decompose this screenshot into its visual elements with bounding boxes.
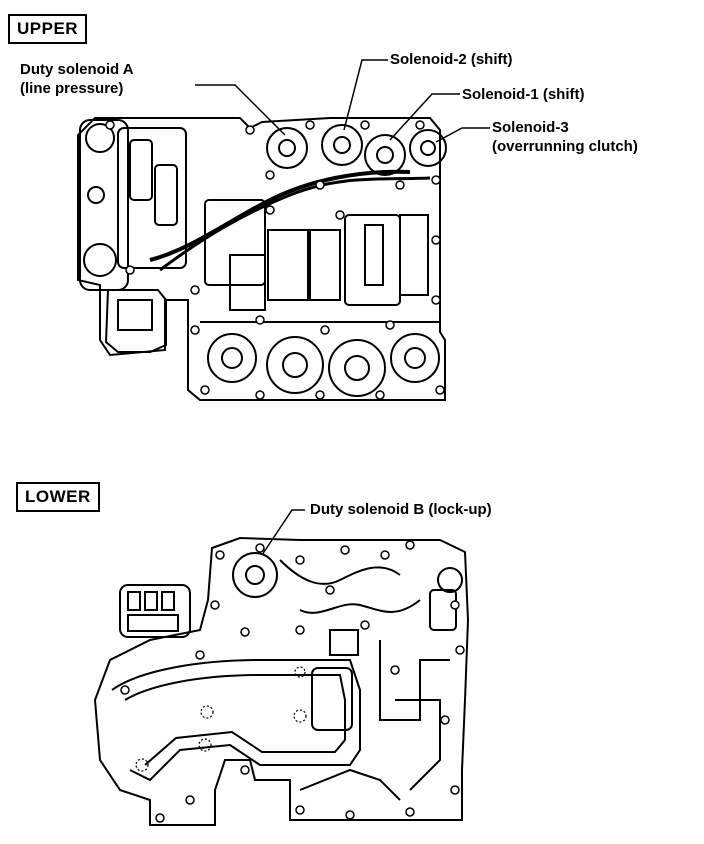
upper-valve-4	[309, 229, 341, 301]
upper-valve-3	[267, 229, 309, 301]
solenoid-1-label: Solenoid-1 (shift)	[462, 86, 585, 103]
solenoid-2-leader	[343, 59, 388, 131]
upper-spool-a	[129, 139, 153, 201]
upper-valve-2	[229, 254, 266, 311]
solenoid-1-core	[376, 146, 394, 164]
duty-solenoid-a-function: (line pressure)	[20, 80, 124, 97]
duty-solenoid-b-body	[232, 552, 278, 598]
lower-passage-5	[299, 768, 401, 801]
solenoid-2-label: Solenoid-2 (shift)	[390, 51, 513, 68]
solenoid-2-core	[333, 136, 351, 154]
lower-connector-pin-1	[127, 591, 141, 611]
solenoid-3-leader	[435, 127, 490, 143]
duty-solenoid-a-core	[278, 139, 296, 157]
upper-plate-outline	[77, 117, 446, 401]
upper-bottom-port-2-inner	[282, 352, 308, 378]
upper-bottom-port-3-inner	[344, 355, 370, 381]
upper-bottom-port-2	[266, 336, 324, 394]
upper-left-subplate	[79, 119, 129, 291]
upper-bottom-port-4	[390, 333, 440, 383]
lower-passage-3	[379, 640, 450, 721]
upper-bottom-port-3	[328, 339, 386, 397]
lower-valve-body	[93, 536, 470, 826]
upper-port-2	[83, 243, 117, 277]
lower-connector-pin-3	[161, 591, 175, 611]
duty-solenoid-a-name: Duty solenoid A	[20, 61, 134, 78]
upper-leader-lines	[195, 59, 490, 143]
duty-solenoid-b-core	[245, 565, 265, 585]
duty-solenoid-a-leader	[195, 84, 286, 136]
upper-valve-bank	[117, 127, 187, 269]
upper-port-3	[87, 186, 105, 204]
upper-bottom-port-1	[207, 333, 257, 383]
lower-plate-outline	[93, 536, 470, 826]
duty-solenoid-b-label: Duty solenoid B (lock-up)	[310, 501, 492, 518]
duty-solenoid-b-leader	[261, 509, 305, 556]
upper-port-1	[85, 123, 115, 153]
solenoid-1-leader	[389, 93, 460, 141]
lower-passage-2	[299, 599, 421, 614]
upper-section-label: UPPER	[8, 14, 88, 44]
solenoid-1-body	[364, 134, 406, 176]
solenoid-3-body	[409, 129, 447, 167]
solenoid-3-function: (overrunning clutch)	[492, 138, 638, 155]
upper-spool-b	[154, 164, 178, 226]
upper-valve-7	[399, 214, 429, 296]
lower-passage-1	[279, 559, 401, 585]
lower-valve-slot	[329, 629, 359, 656]
duty-solenoid-a-body	[266, 127, 308, 169]
upper-bottom-port-4-inner	[404, 347, 426, 369]
upper-bottom-port-1-inner	[221, 347, 243, 369]
upper-wire-harness	[149, 169, 411, 262]
upper-valve-body	[77, 117, 447, 401]
upper-bolt-holes	[105, 120, 445, 400]
duty-solenoid-a-label: Duty solenoid A (line pressure)	[20, 60, 134, 98]
upper-connector-block	[104, 289, 167, 353]
lower-bolt-holes	[120, 540, 465, 823]
upper-valve-1	[204, 199, 266, 286]
lower-port-right	[437, 567, 463, 593]
lower-connector-base	[127, 614, 179, 632]
upper-valve-5	[344, 214, 401, 306]
lower-channel-inner	[124, 674, 346, 766]
solenoid-3-label: Solenoid-3 (overrunning clutch)	[492, 118, 638, 156]
upper-valve-6	[364, 224, 384, 286]
upper-connector-socket	[117, 299, 153, 331]
lower-connector-housing	[119, 584, 191, 638]
lower-valve-slot-2	[429, 589, 457, 631]
lower-section-label: LOWER	[16, 482, 100, 512]
lower-channel-outer	[111, 659, 361, 782]
lower-channel-window	[311, 667, 353, 731]
solenoid-3-name: Solenoid-3	[492, 119, 569, 136]
solenoid-3-core	[420, 140, 436, 156]
upper-wire-harness-2	[159, 176, 431, 272]
lower-connector-pin-2	[144, 591, 158, 611]
lower-passage-4	[395, 699, 441, 791]
solenoid-2-body	[321, 124, 363, 166]
lower-dashed-ports	[135, 666, 307, 772]
